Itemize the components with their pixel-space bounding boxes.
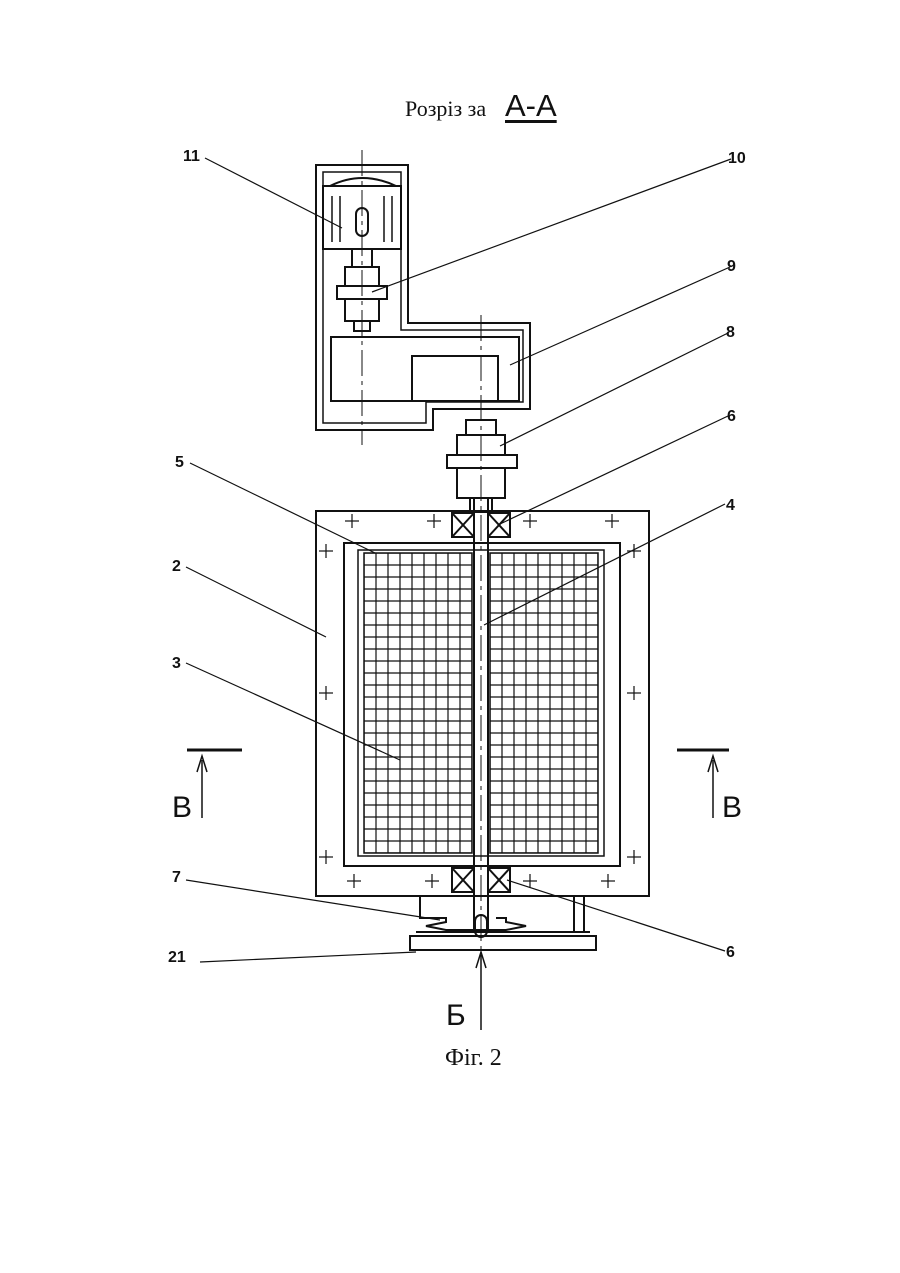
callout-11: 11	[183, 148, 200, 165]
bottom-drive	[410, 896, 596, 950]
section-arrow-bottom	[476, 952, 486, 1030]
callout-6-top: 6	[727, 408, 736, 425]
callout-9: 9	[727, 258, 736, 275]
section-mark-right: В	[722, 791, 742, 824]
gearbox	[331, 337, 519, 401]
section-mark-bottom: Б	[446, 999, 466, 1032]
callout-10: 10	[728, 150, 746, 167]
callout-7: 7	[172, 869, 181, 886]
callout-4: 4	[726, 497, 735, 514]
callout-2: 2	[172, 558, 181, 575]
drive-housing-inner	[323, 172, 523, 423]
callout-21: 21	[168, 949, 186, 966]
section-mark-left: В	[172, 791, 192, 824]
callout-6-bottom: 6	[726, 944, 735, 961]
callout-5: 5	[175, 454, 184, 471]
callout-3: 3	[172, 655, 181, 672]
mesh-grid-left	[364, 553, 472, 853]
coupling-8	[447, 420, 517, 512]
mesh-grid-right	[490, 553, 598, 853]
figure-caption: Фіг. 2	[445, 1045, 502, 1072]
casing-outer	[316, 511, 649, 896]
callout-8: 8	[726, 324, 735, 341]
section-arrow-left	[187, 750, 242, 818]
base-plate	[410, 936, 596, 950]
